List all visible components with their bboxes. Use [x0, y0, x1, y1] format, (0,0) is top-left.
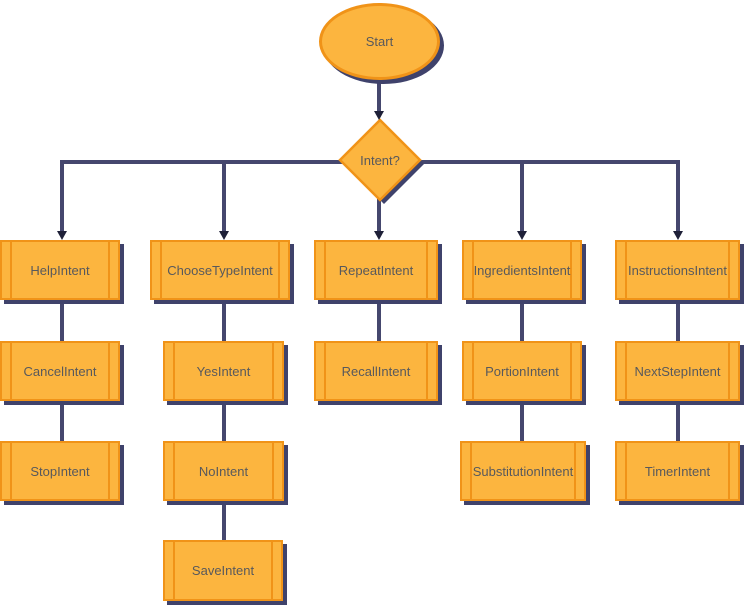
node-timerintent[interactable]: TimerIntent [615, 441, 740, 501]
node-label: Intent? [360, 153, 400, 168]
node-choosetypeintent[interactable]: ChooseTypeIntent [150, 240, 290, 300]
connector-cancel-to-stop [60, 399, 64, 443]
connector-help-to-cancel [60, 298, 64, 343]
node-instructionsintent[interactable]: InstructionsIntent [615, 240, 740, 300]
connector-intent-to-choosetype [222, 160, 226, 232]
node-repeatintent[interactable]: RepeatIntent [314, 240, 438, 300]
connector-yes-to-no [222, 399, 226, 443]
connector-intent-to-help [60, 160, 64, 232]
connector-intent-to-ingredients [520, 160, 524, 232]
arrow-down-icon [517, 231, 527, 240]
node-label: StopIntent [30, 463, 90, 479]
node-label: TimerIntent [644, 463, 711, 479]
arrow-down-icon [57, 231, 67, 240]
node-label: RecallIntent [341, 363, 411, 379]
node-substitutionintent[interactable]: SubstitutionIntent [460, 441, 586, 501]
node-portionintent[interactable]: PortionIntent [462, 341, 582, 401]
node-label: Start [365, 34, 394, 49]
node-stopintent[interactable]: StopIntent [0, 441, 120, 501]
node-nextstepintent[interactable]: NextStepIntent [615, 341, 740, 401]
connector-start-to-intent [377, 79, 381, 112]
node-label: RepeatIntent [338, 262, 414, 278]
connector-intent-to-instructions [676, 160, 680, 232]
arrow-down-icon [219, 231, 229, 240]
node-label: SubstitutionIntent [472, 463, 574, 479]
connector-repeat-to-recall [377, 298, 381, 343]
node-label: HelpIntent [30, 262, 90, 278]
node-label: SaveIntent [191, 563, 255, 578]
node-yesintent[interactable]: YesIntent [163, 341, 284, 401]
node-label: ChooseTypeIntent [167, 262, 273, 278]
node-label: CancelIntent [23, 363, 97, 379]
connector-nextstep-to-timer [676, 399, 680, 443]
connector-ingredients-to-portion [520, 298, 524, 343]
node-ingredientsintent[interactable]: IngredientsIntent [462, 240, 582, 300]
connector-choosetype-to-yes [222, 298, 226, 343]
connector-intent-to-repeat [377, 195, 381, 232]
node-start[interactable]: Start [319, 3, 440, 80]
diamond-shape [338, 118, 422, 202]
node-label: NoIntent [198, 463, 249, 479]
node-saveintent[interactable]: SaveIntent [163, 540, 283, 601]
arrow-down-icon [374, 231, 384, 240]
connector-instructions-to-nextstep [676, 298, 680, 343]
node-label: InstructionsIntent [628, 262, 727, 278]
arrow-down-icon [374, 111, 384, 120]
node-label: PortionIntent [485, 363, 559, 379]
node-cancelintent[interactable]: CancelIntent [0, 341, 120, 401]
connector-no-to-save [222, 499, 226, 542]
node-recallintent[interactable]: RecallIntent [314, 341, 438, 401]
node-label: YesIntent [196, 363, 251, 379]
node-helpintent[interactable]: HelpIntent [0, 240, 120, 300]
node-label: NextStepIntent [634, 363, 721, 379]
node-intent-decision[interactable] [334, 114, 426, 206]
node-nointent[interactable]: NoIntent [163, 441, 284, 501]
arrow-down-icon [673, 231, 683, 240]
connector-portion-to-substitution [520, 399, 524, 443]
node-label: IngredientsIntent [473, 262, 571, 278]
